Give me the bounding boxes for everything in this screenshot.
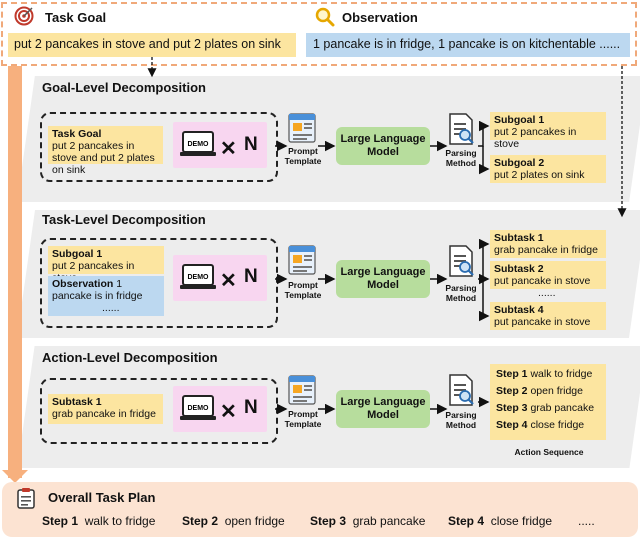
plan-step-1: Step 1 walk to fridge [42,514,155,528]
task-level-input-label: Subgoal 1 [52,248,103,260]
action-level-n: N [244,397,258,418]
subgoal-2-label: Subgoal 2 [494,157,545,169]
plan-step-3-label: Step 3 [310,514,347,528]
plan-step-2-text: open fridge [224,514,285,528]
top-dashed-frame [1,2,637,66]
observation-box [306,33,630,57]
subtask-1-text: grab pancake in fridge [494,244,598,256]
action-level-demo-text: DEMO [188,405,210,412]
observation-text: 1 pancake is in fridge, 1 pancake is on … [313,37,621,51]
plan-step-2: Step 2 open fridge [182,514,285,528]
subtask-1-label: Subtask 1 [494,232,544,244]
goal-level-demo-icon: DEMO [180,131,216,159]
subtask-4-box: Subtask 4 put pancake in stove [490,302,606,330]
overall-plan-panel [2,482,638,537]
action-step-1: Step 1 walk to fridge [496,368,593,380]
action-level-parsing-icon [447,374,475,406]
subtask-2-label: Subtask 2 [494,263,544,275]
action-level-title: Action-Level Decomposition [42,350,218,365]
action-level-input-text: grab pancake in fridge [52,408,156,420]
subtask-1-box: Subtask 1 grab pancake in fridge [490,230,606,258]
subgoal-1-text: put 2 pancakes in stove [494,126,577,150]
goal-level-parsing-label: Parsing Method [445,148,477,168]
action-step-3: Step 3 grab pancake [496,402,595,414]
subgoal-1-box: Subgoal 1 put 2 pancakes in stove [490,112,606,150]
goal-level-demo-text: DEMO [188,141,210,148]
action-level-llm-box: Large Language Model [336,390,430,428]
magnifier-icon [315,7,335,27]
task-level-observation-more: ...... [102,302,120,314]
task-level-observation-box: Observation 1 pancake is in fridge .....… [48,276,164,316]
task-level-llm-box: Large Language Model [336,260,430,298]
subgoal-2-box: Subgoal 2 put 2 plates on sink [490,155,606,183]
task-level-parsing-label: Parsing Method [445,283,477,303]
goal-level-prompt-template-icon [288,113,316,143]
task-goal-label: Task Goal [45,10,107,25]
action-sequence-label: Action Sequence [514,447,584,457]
task-level-observation-text: 1 pancake is in fridge [52,278,143,302]
goal-level-input-text: put 2 pancakes in stove and put 2 plates… [52,140,155,176]
subtask-2-box: Subtask 2 put pancake in stove [490,261,606,289]
goal-level-input-box: Task Goal put 2 pancakes in stove and pu… [48,126,163,176]
subgoal-2-text: put 2 plates on sink [494,169,585,181]
subtask-2-text: put pancake in stove [494,275,591,287]
task-level-prompt-template-icon [288,245,316,275]
task-level-observation-label: Observation [52,278,114,290]
plan-step-1-label: Step 1 [42,514,79,528]
action-level-parsing-label: Parsing Method [445,410,477,430]
subtask-4-label: Subtask 4 [494,304,544,316]
task-level-n: N [244,266,258,287]
observation-label: Observation [342,10,418,25]
action-level-demo-icon: DEMO [180,395,216,423]
flow-bar-arrowhead [2,470,28,484]
action-step-2: Step 2 open fridge [496,385,583,397]
plan-step-4-label: Step 4 [448,514,485,528]
plan-more: ..... [578,514,595,528]
plan-step-3-text: grab pancake [352,514,426,528]
plan-step-3: Step 3 grab pancake [310,514,425,528]
goal-level-n: N [244,134,258,155]
task-level-input-box: Subgoal 1 put 2 pancakes in stove [48,246,164,284]
plan-step-1-text: walk to fridge [84,514,156,528]
action-step-4: Step 4 close fridge [496,419,585,431]
subgoal-1-label: Subgoal 1 [494,114,545,126]
goal-level-input-label: Task Goal [52,128,102,140]
task-goal-box [8,33,296,57]
subtask-4-text: put pancake in stove [494,316,591,328]
action-level-prompt-template-icon [288,375,316,405]
action-level-prompt-template-label: Prompt Template [284,409,322,429]
subtask-more: ...... [538,287,556,299]
task-level-demo-icon: DEMO [180,264,216,292]
action-sequence-box: Step 1 walk to fridge Step 2 open fridge… [490,364,606,440]
goal-level-title: Goal-Level Decomposition [42,80,206,95]
action-level-input-label: Subtask 1 [52,396,102,408]
plan-step-2-label: Step 2 [182,514,219,528]
task-level-prompt-template-label: Prompt Template [284,280,322,300]
clipboard-icon [16,487,36,509]
target-icon [14,6,34,26]
action-level-times-icon: ✕ [220,401,237,423]
task-level-title: Task-Level Decomposition [42,212,206,227]
flow-bar [8,66,22,478]
task-goal-text: put 2 pancakes in stove and put 2 plates… [14,37,281,51]
goal-level-times-icon: ✕ [220,138,237,160]
overall-plan-title: Overall Task Plan [48,490,156,505]
plan-step-4: Step 4 close fridge [448,514,552,528]
task-level-times-icon: ✕ [220,270,237,292]
goal-level-prompt-template-label: Prompt Template [284,146,322,166]
plan-step-4-text: close fridge [490,514,553,528]
goal-level-llm-box: Large Language Model [336,127,430,165]
action-level-input-box: Subtask 1 grab pancake in fridge [48,394,163,424]
task-level-demo-text: DEMO [188,274,210,281]
task-level-parsing-icon [447,245,475,277]
goal-level-parsing-icon [447,113,475,145]
